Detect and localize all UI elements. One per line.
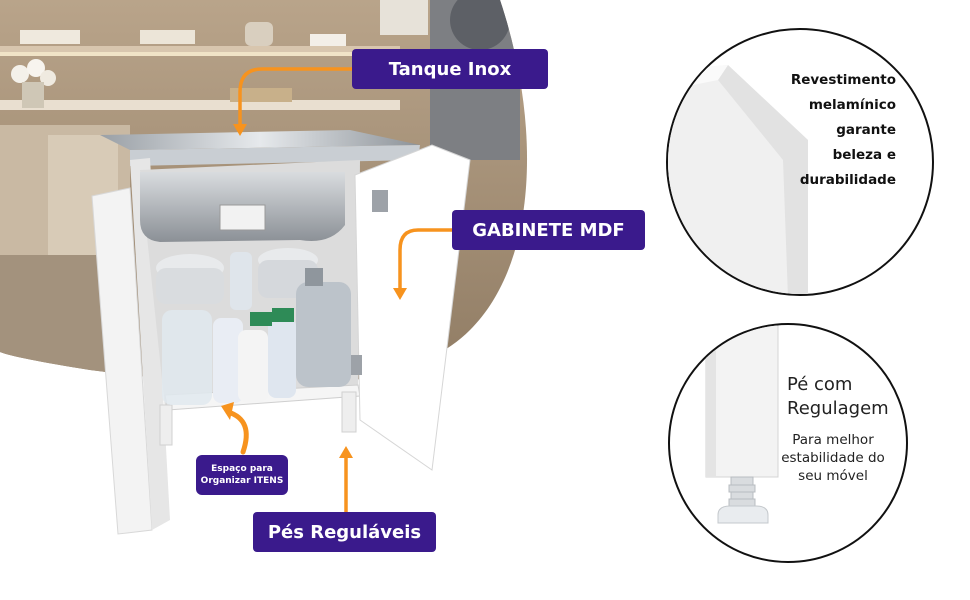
foot-description: Para melhor estabilidade do seu móvel: [768, 431, 898, 485]
foot-zoom-circle: Pé com Regulagem Para melhor estabilidad…: [668, 323, 908, 563]
storage-space-line1: Espaço para: [211, 464, 273, 474]
cabinet-arrow: [398, 228, 454, 294]
foot-title-line1: Pé com: [787, 374, 853, 395]
foot-sub-line1: Para melhor: [792, 432, 874, 448]
cabinet: [91, 130, 471, 535]
coating-zoom-circle: Revestimento melamínico garante beleza e…: [666, 28, 934, 296]
coating-line5: durabilidade: [799, 172, 896, 188]
foot-sub-line2: estabilidade do: [781, 450, 885, 466]
coating-line4: beleza e: [832, 147, 896, 163]
callout-arrows: [221, 67, 454, 514]
foot-sub-line3: seu móvel: [798, 468, 868, 484]
coating-line2: melamínico: [808, 97, 896, 113]
coating-description: Revestimento melamínico garante beleza e…: [791, 68, 896, 193]
cabinet-label: GABINETE MDF: [452, 210, 645, 250]
storage-space-label: Espaço para Organizar ITENS: [196, 455, 288, 495]
adjustable-foot-illustration: [705, 325, 779, 524]
coating-line1: Revestimento: [790, 72, 896, 88]
tank-arrow: [238, 67, 354, 130]
tank-label: Tanque Inox: [352, 49, 548, 89]
foot-title: Pé com Regulagem: [787, 373, 889, 421]
coating-line3: garante: [836, 122, 896, 138]
foot-title-line2: Regulagem: [787, 398, 889, 419]
feet-label: Pés Reguláveis: [253, 512, 436, 552]
space-arrow: [225, 409, 249, 455]
storage-space-line2: Organizar ITENS: [200, 476, 284, 486]
